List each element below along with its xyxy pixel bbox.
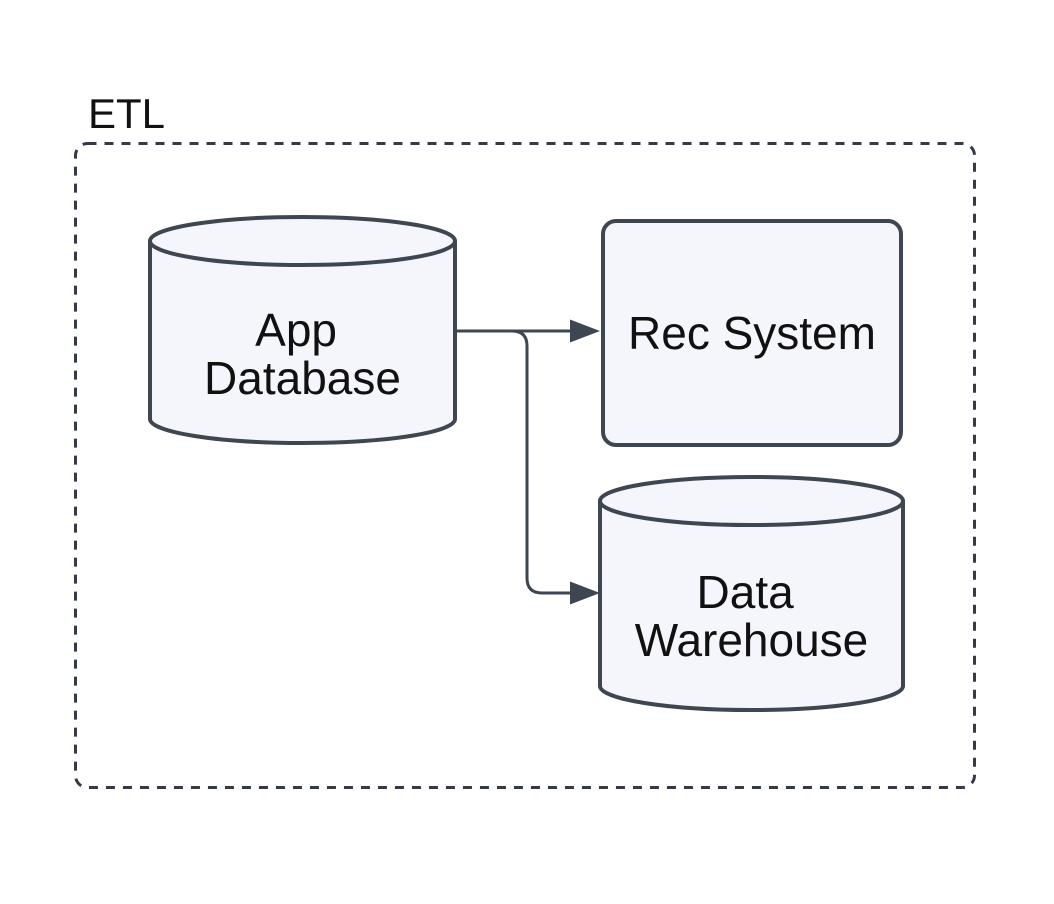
node-label-data-warehouse: Data Warehouse <box>635 566 869 666</box>
cylinder-shape <box>148 215 457 445</box>
rounded-rect-shape <box>601 219 903 447</box>
node-rec-system: Rec System <box>601 219 903 447</box>
edge-app-database-to-data-warehouse <box>453 329 600 605</box>
node-label-app-database: App Database <box>204 304 401 404</box>
node-label-rec-system: Rec System <box>628 307 876 359</box>
arrowhead-icon <box>570 581 600 605</box>
arrowhead-icon <box>570 319 600 343</box>
etl-container-label: ETL <box>88 90 165 137</box>
cylinder-shape <box>598 475 905 712</box>
cylinder-rim <box>598 500 905 527</box>
cylinder-rim <box>148 240 457 267</box>
node-data-warehouse: Data Warehouse <box>598 475 905 712</box>
node-app-database: App Database <box>148 215 457 445</box>
